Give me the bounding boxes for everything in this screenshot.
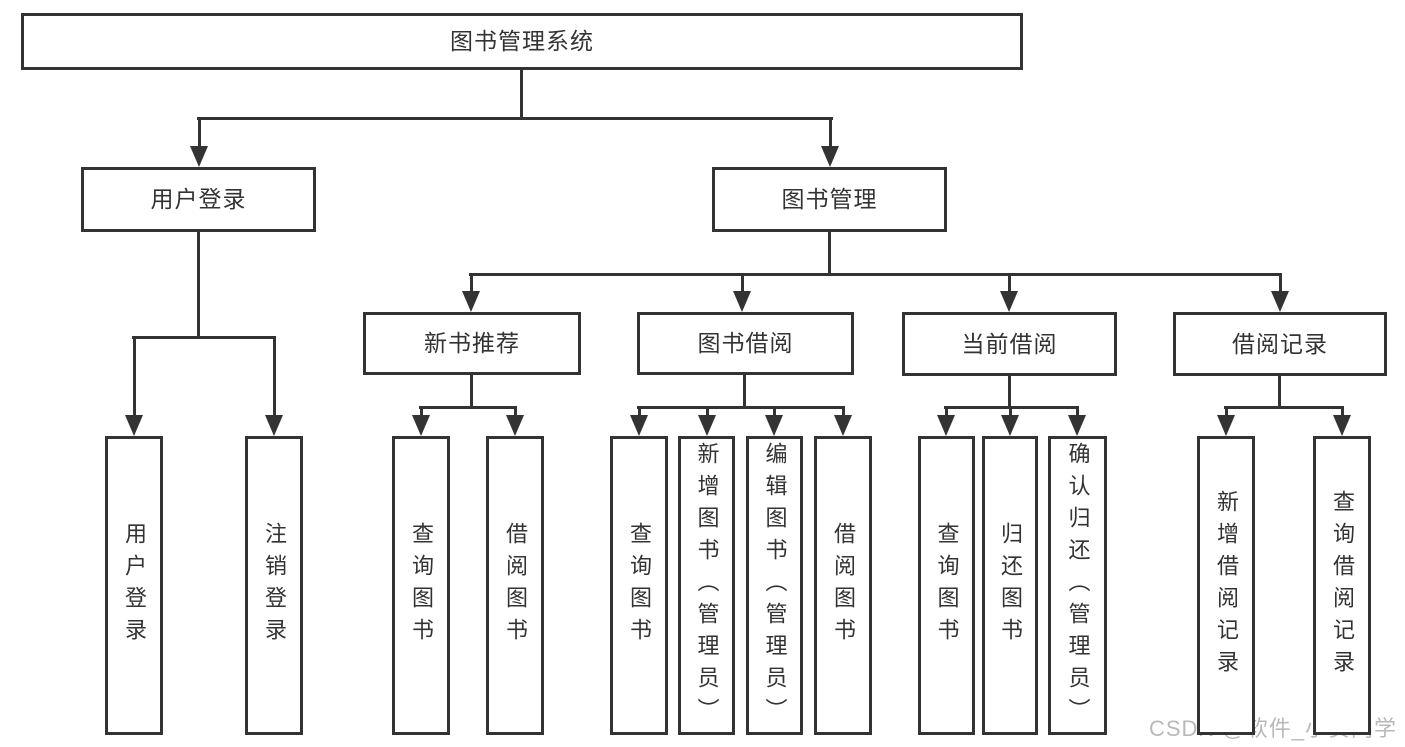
diagram-node-book-management-branch: 图书管理: [712, 167, 947, 232]
connector-line: [1225, 406, 1228, 420]
connector-line: [1341, 406, 1344, 420]
connector-line: [773, 406, 776, 420]
diagram-node-leaf-add-books-admin: 新增图书（管理员）: [678, 436, 735, 735]
connector-line: [743, 375, 746, 409]
connector-line: [470, 273, 473, 296]
arrow-down-icon: [462, 291, 480, 312]
diagram-node-leaf-borrow-books-borrowing: 借阅图书: [814, 436, 872, 735]
arrow-down-icon: [265, 415, 283, 436]
diagram-node-leaf-user-login: 用户登录: [105, 436, 163, 735]
diagram-node-leaf-confirm-return-admin: 确认归还（管理员）: [1048, 436, 1107, 735]
connector-line: [842, 406, 845, 420]
connector-line: [1009, 406, 1012, 420]
arrow-down-icon: [190, 146, 208, 167]
connector-line: [520, 70, 523, 118]
connector-line: [419, 406, 517, 409]
arrow-down-icon: [1001, 415, 1019, 436]
arrow-down-icon: [834, 415, 852, 436]
diagram-node-leaf-borrow-books-recommend: 借阅图书: [486, 436, 544, 735]
connector-line: [1008, 273, 1011, 296]
arrow-down-icon: [765, 415, 783, 436]
connector-line: [197, 232, 200, 339]
diagram-node-leaf-edit-books-admin: 编辑图书（管理员）: [746, 436, 803, 735]
diagram-node-current-borrowing: 当前借阅: [902, 312, 1117, 376]
diagram-node-new-book-recommend: 新书推荐: [363, 312, 581, 375]
diagram-node-leaf-return-books: 归还图书: [982, 436, 1038, 735]
diagram-node-borrowing-records: 借阅记录: [1173, 312, 1387, 376]
connector-line: [470, 375, 473, 409]
diagram-node-leaf-query-books-borrowing: 查询图书: [610, 436, 668, 735]
connector-line: [132, 336, 276, 339]
connector-line: [829, 117, 832, 151]
connector-line: [638, 406, 641, 420]
connector-line: [133, 336, 136, 420]
arrow-down-icon: [1000, 291, 1018, 312]
connector-line: [273, 336, 276, 420]
arrow-down-icon: [1271, 291, 1289, 312]
connector-line: [1008, 375, 1011, 409]
connector-line: [637, 406, 845, 409]
arrow-down-icon: [412, 415, 430, 436]
arrow-down-icon: [630, 415, 648, 436]
arrow-down-icon: [1068, 415, 1086, 436]
connector-line: [420, 406, 423, 420]
arrow-down-icon: [1217, 415, 1235, 436]
diagram-node-leaf-query-books-current: 查询图书: [918, 436, 975, 735]
connector-line: [741, 273, 744, 296]
arrow-down-icon: [821, 146, 839, 167]
arrow-down-icon: [937, 415, 955, 436]
arrow-down-icon: [733, 291, 751, 312]
connector-line: [828, 232, 831, 275]
connector-line: [1224, 406, 1344, 409]
connector-line: [945, 406, 948, 420]
diagram-node-leaf-query-books-recommend: 查询图书: [392, 436, 450, 735]
connector-line: [469, 273, 1282, 276]
arrow-down-icon: [1333, 415, 1351, 436]
connector-line: [514, 406, 517, 420]
arrow-down-icon: [125, 415, 143, 436]
connector-line: [1279, 273, 1282, 296]
diagram-node-book-borrowing: 图书借阅: [637, 312, 854, 375]
diagram-node-leaf-add-borrow-record: 新增借阅记录: [1197, 436, 1255, 735]
diagram-node-user-login-branch: 用户登录: [81, 167, 316, 232]
arrow-down-icon: [506, 415, 524, 436]
connector-line: [1278, 375, 1281, 409]
diagram-node-leaf-query-borrow-record: 查询借阅记录: [1313, 436, 1371, 735]
connector-line: [706, 406, 709, 420]
diagram-node-system-root: 图书管理系统: [21, 13, 1023, 70]
connector-line: [198, 117, 201, 151]
diagram-node-leaf-logout: 注销登录: [245, 436, 303, 735]
arrow-down-icon: [698, 415, 716, 436]
connector-line: [197, 117, 833, 120]
connector-line: [1076, 406, 1079, 420]
